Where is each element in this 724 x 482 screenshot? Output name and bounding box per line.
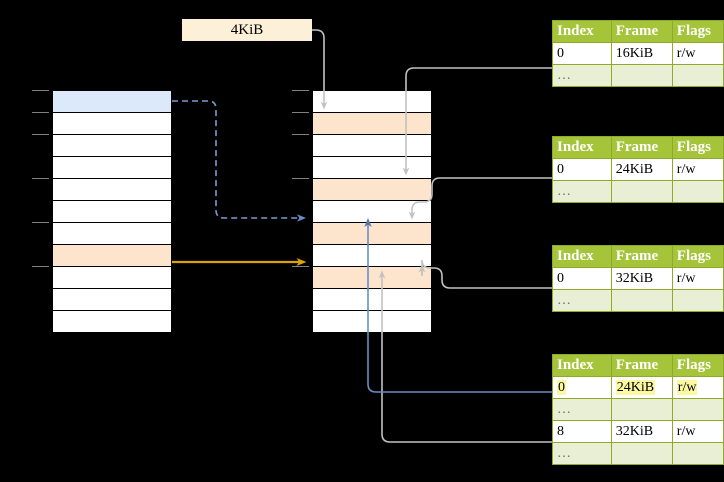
cell-ellipsis: … bbox=[552, 289, 612, 312]
memory-cell-physical-memory-5[interactable] bbox=[312, 200, 432, 223]
cell-ellipsis bbox=[610, 180, 673, 203]
cell-ellipsis: … bbox=[552, 180, 612, 203]
highlighted-value: 24KiB bbox=[615, 379, 656, 395]
cell-frame: 32KiB bbox=[610, 420, 673, 443]
memory-cell-virtual-address-space-10[interactable] bbox=[52, 310, 172, 333]
cell-frame: 16KiB bbox=[610, 42, 673, 65]
table-row[interactable]: … bbox=[552, 180, 724, 203]
row-tick-virtual-address-space-8 bbox=[32, 266, 49, 267]
memory-cell-physical-memory-9[interactable] bbox=[312, 288, 432, 311]
memory-cell-physical-memory-6[interactable] bbox=[312, 222, 432, 245]
column-header-flags: Flags bbox=[671, 136, 724, 159]
row-tick-virtual-address-space-0 bbox=[32, 90, 49, 91]
table-row[interactable]: 0 24KiB r/w bbox=[552, 376, 724, 399]
row-tick-physical-memory-1 bbox=[292, 112, 309, 113]
cell-frame: 24KiB bbox=[610, 376, 673, 399]
row-tick-virtual-address-space-6 bbox=[32, 222, 49, 223]
cell-ellipsis: … bbox=[552, 398, 612, 421]
column-header-index: Index bbox=[552, 20, 612, 43]
memory-cell-physical-memory-8[interactable] bbox=[312, 266, 432, 289]
cell-index: 0 bbox=[552, 376, 612, 399]
cell-index: 8 bbox=[552, 420, 612, 443]
highlighted-value: r/w bbox=[676, 379, 698, 395]
column-header-index: Index bbox=[552, 354, 612, 377]
column-header-index: Index bbox=[552, 245, 612, 268]
cell-ellipsis: … bbox=[552, 442, 612, 465]
column-header-flags: Flags bbox=[671, 245, 724, 268]
cell-flags: r/w bbox=[671, 42, 724, 65]
column-header-flags: Flags bbox=[671, 20, 724, 43]
cell-index: 0 bbox=[552, 42, 612, 65]
cell-flags: r/w bbox=[671, 420, 724, 443]
table-row[interactable]: … bbox=[552, 398, 724, 421]
cell-flags: r/w bbox=[671, 267, 724, 290]
column-header-index: Index bbox=[552, 136, 612, 159]
cell-ellipsis bbox=[671, 64, 724, 87]
cell-index: 0 bbox=[552, 267, 612, 290]
cell-index: 0 bbox=[552, 158, 612, 181]
cell-ellipsis bbox=[671, 398, 724, 421]
cell-frame: 24KiB bbox=[610, 158, 673, 181]
cell-flags: r/w bbox=[671, 158, 724, 181]
column-header-frame: Frame bbox=[610, 354, 673, 377]
memory-cell-physical-memory-3[interactable] bbox=[312, 156, 432, 179]
table-row[interactable]: … bbox=[552, 289, 724, 312]
column-header-frame: Frame bbox=[610, 136, 673, 159]
memory-cell-physical-memory-4[interactable] bbox=[312, 178, 432, 201]
cell-ellipsis: … bbox=[552, 64, 612, 87]
cell-ellipsis bbox=[610, 64, 673, 87]
row-tick-physical-memory-8 bbox=[292, 266, 309, 267]
cell-ellipsis bbox=[610, 398, 673, 421]
cell-ellipsis bbox=[671, 180, 724, 203]
column-header-flags: Flags bbox=[671, 354, 724, 377]
row-tick-physical-memory-0 bbox=[292, 90, 309, 91]
cell-ellipsis bbox=[671, 442, 724, 465]
column-header-frame: Frame bbox=[610, 20, 673, 43]
row-tick-virtual-address-space-1 bbox=[32, 112, 49, 113]
cell-ellipsis bbox=[610, 289, 673, 312]
size-label-4kib: 4KiB bbox=[182, 19, 312, 41]
memory-cell-physical-memory-1[interactable] bbox=[312, 112, 432, 135]
memory-cell-physical-memory-7[interactable] bbox=[312, 244, 432, 267]
cell-flags: r/w bbox=[671, 376, 724, 399]
memory-cell-physical-memory-2[interactable] bbox=[312, 134, 432, 157]
table-row[interactable]: … bbox=[552, 442, 724, 465]
row-tick-physical-memory-4 bbox=[292, 178, 309, 179]
memory-cell-physical-memory-10[interactable] bbox=[312, 310, 432, 333]
row-tick-physical-memory-2 bbox=[292, 134, 309, 135]
column-header-frame: Frame bbox=[610, 245, 673, 268]
cell-frame: 32KiB bbox=[610, 267, 673, 290]
cell-ellipsis bbox=[610, 442, 673, 465]
cell-ellipsis bbox=[671, 289, 724, 312]
table-row[interactable]: … bbox=[552, 64, 724, 87]
row-tick-virtual-address-space-4 bbox=[32, 178, 49, 179]
row-tick-virtual-address-space-2 bbox=[32, 134, 49, 135]
memory-cell-physical-memory-0[interactable] bbox=[312, 90, 432, 113]
highlighted-value: 0 bbox=[557, 379, 566, 395]
